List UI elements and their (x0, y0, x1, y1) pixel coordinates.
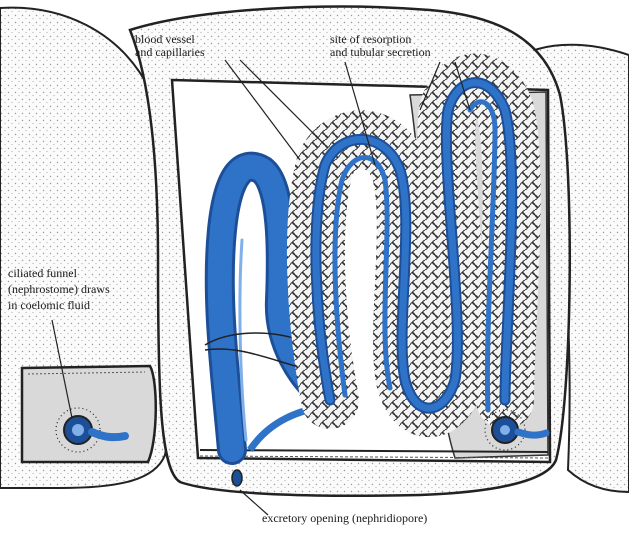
nephridiopore (232, 470, 242, 486)
label-funnel-line2: (nephrostome) draws (8, 281, 110, 297)
label-blood-vessel-line2: and capillaries (135, 46, 205, 59)
label-ciliated-funnel: ciliated funnel (nephrostome) draws in c… (8, 265, 110, 313)
label-funnel-line3: in coelomic fluid (8, 297, 110, 313)
label-resorption: site of resorption and tubular secretion (330, 33, 431, 59)
label-resorption-line2: and tubular secretion (330, 46, 431, 59)
label-blood-vessel: blood vessel and capillaries (135, 33, 205, 59)
label-funnel-line1: ciliated funnel (8, 265, 110, 281)
label-opening-text: excretory opening (nephridiopore) (262, 511, 427, 525)
label-excretory-opening: excretory opening (nephridiopore) (262, 512, 427, 525)
